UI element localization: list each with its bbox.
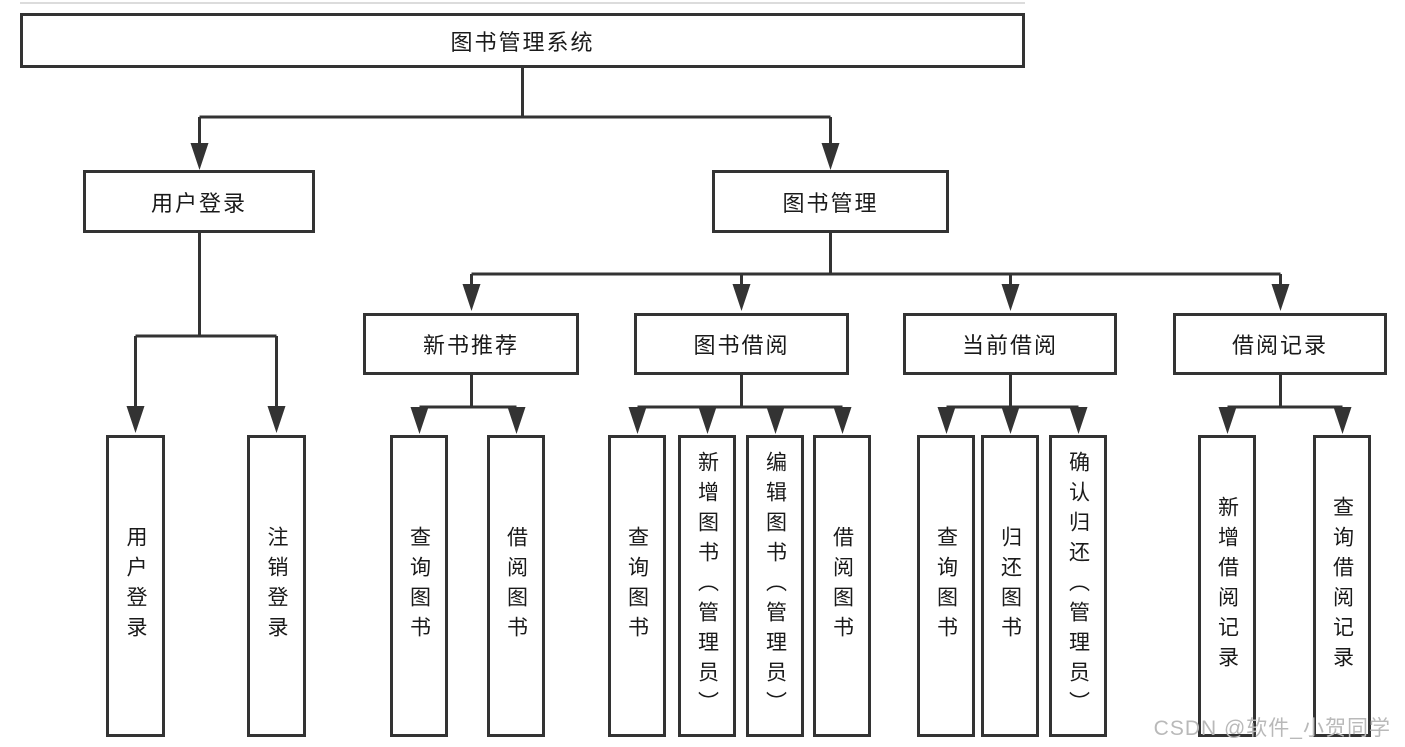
leaf-records-query-record-label: 查询借阅记录 [1330,496,1354,676]
connector-borrow-to-leaves [636,375,844,410]
top-ghost-line [20,2,1025,4]
leaf-user-login-label: 用户登录 [124,526,147,646]
connector-root-to-level2 [198,68,832,145]
node-current-borrowing: 当前借阅 [903,313,1117,375]
leaf-logout: 注销登录 [247,435,306,737]
leaf-borrow-edit-books-admin-label: 编辑图书（管理员） [763,451,787,721]
leaf-current-query-books: 查询图书 [917,435,975,737]
leaf-recommend-borrow-books: 借阅图书 [487,435,545,737]
node-new-book-recommend: 新书推荐 [363,313,579,375]
node-borrowing-records: 借阅记录 [1173,313,1387,375]
leaf-borrow-query-books: 查询图书 [608,435,666,737]
leaf-recommend-borrow-books-label: 借阅图书 [504,526,528,646]
leaf-recommend-query-books-label: 查询图书 [407,526,431,646]
connector-recommend-to-leaves [418,375,518,410]
leaf-current-confirm-return-admin-label: 确认归还（管理员） [1066,451,1090,721]
arrowheads [126,143,1352,434]
connector-records-to-leaves [1226,375,1344,410]
connector-userlogin-to-leaves [134,233,278,408]
leaf-current-return-books: 归还图书 [981,435,1039,737]
leaf-borrow-add-books-admin-label: 新增图书（管理员） [695,451,719,721]
leaf-logout-label: 注销登录 [265,526,288,646]
leaf-current-return-books-label: 归还图书 [998,526,1022,646]
csdn-watermark: CSDN @软件_小贺同学 [1153,717,1391,740]
leaf-borrow-query-books-label: 查询图书 [625,526,649,646]
leaf-records-add-record-label: 新增借阅记录 [1215,496,1239,676]
leaf-current-confirm-return-admin: 确认归还（管理员） [1049,435,1107,737]
leaf-recommend-query-books: 查询图书 [390,435,448,737]
node-library-system: 图书管理系统 [20,13,1025,68]
leaf-borrow-borrow-books-label: 借阅图书 [830,526,854,646]
connector-bookmgmt-to-level3 [470,232,1282,286]
connector-current-to-leaves [945,375,1080,410]
leaf-records-add-record: 新增借阅记录 [1198,435,1256,737]
leaf-records-query-record: 查询借阅记录 [1313,435,1371,737]
leaf-borrow-borrow-books: 借阅图书 [813,435,871,737]
node-user-login: 用户登录 [83,170,315,233]
leaf-current-query-books-label: 查询图书 [934,526,958,646]
node-book-management: 图书管理 [712,170,949,233]
leaf-borrow-edit-books-admin: 编辑图书（管理员） [746,435,804,737]
node-book-borrowing: 图书借阅 [634,313,849,375]
leaf-user-login: 用户登录 [106,435,165,737]
leaf-borrow-add-books-admin: 新增图书（管理员） [678,435,736,737]
